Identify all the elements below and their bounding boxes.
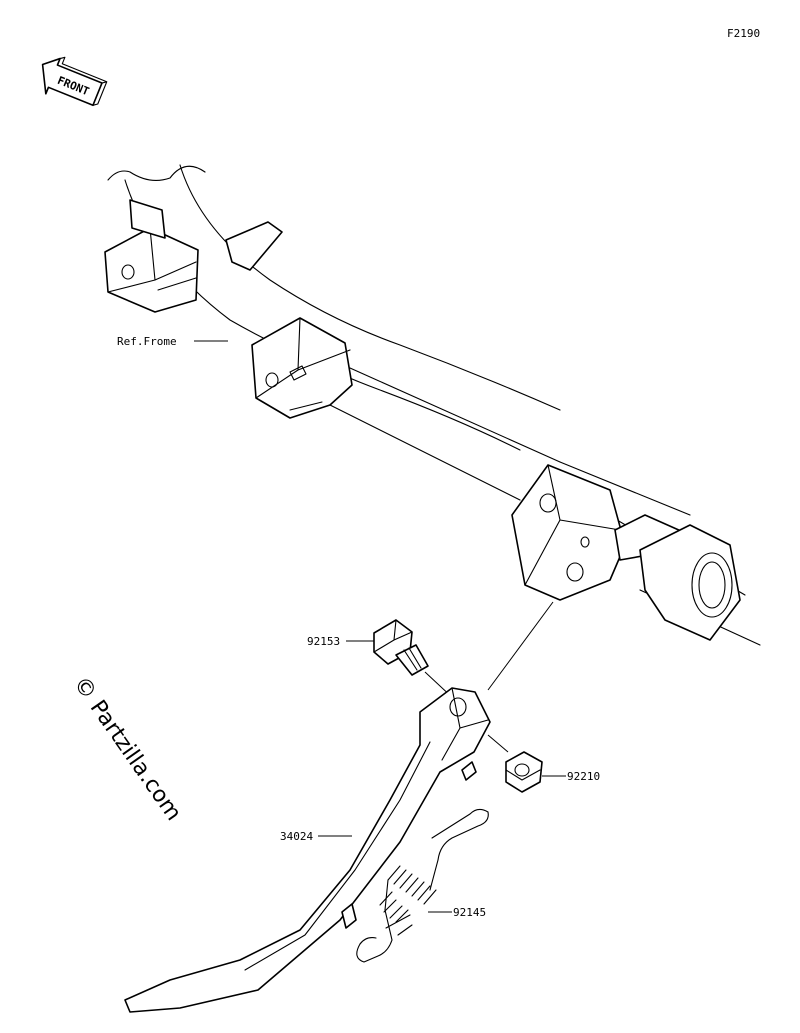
figure-code: F2190 <box>727 27 760 40</box>
front-arrow-icon: FRONT <box>41 56 108 107</box>
part-number-92153: 92153 <box>307 635 340 648</box>
part-number-92210: 92210 <box>567 770 600 783</box>
part-number-92145: 92145 <box>453 906 486 919</box>
bolt-part[interactable] <box>373 619 429 676</box>
nut-part[interactable] <box>505 751 543 793</box>
alignment-line <box>487 601 554 691</box>
alignment-line <box>487 734 509 753</box>
frame-reference <box>104 164 761 646</box>
reference-label: Ref.Frome <box>117 335 177 348</box>
watermark: © Partzilla.com <box>68 672 186 825</box>
side-stand-part[interactable] <box>124 687 491 1013</box>
part-number-34024: 34024 <box>280 830 313 843</box>
spring-part[interactable] <box>356 808 489 963</box>
